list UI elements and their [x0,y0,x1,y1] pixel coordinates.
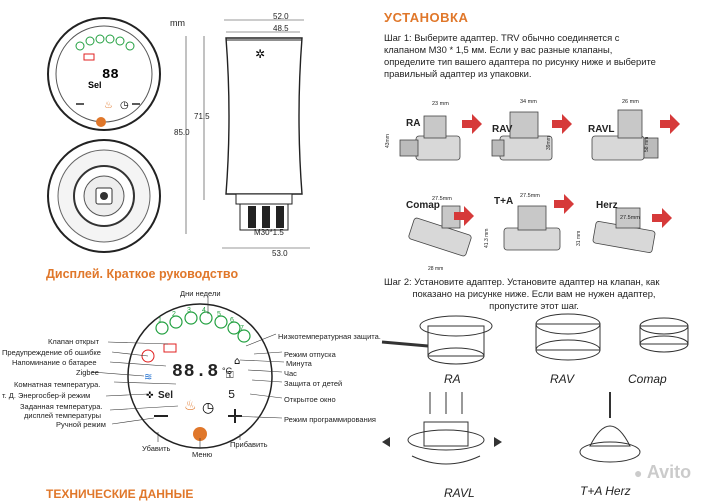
ravl-width: 26 mm [622,99,639,105]
label-manual: Ручной режим [56,420,106,429]
step1-line: правильный адаптер из упаковки. [384,68,532,79]
label-zigbee: Zigbee [76,368,99,377]
herz-height: 31 mm [576,230,582,246]
svg-text:⌂: ⌂ [234,356,240,367]
day-numbers: 1 2 3 4 5 6 7 [156,307,266,335]
svg-text:♨: ♨ [104,100,113,111]
rav-height: 39mm [546,136,552,150]
part-ta-herz: T+A Herz [580,484,631,498]
label-set-temp: Заданная температура. [20,402,103,411]
label-eco: т. Д. Энергосбер-й режим [2,391,91,400]
day-4: 4 [202,307,206,314]
adapter-ra-name: RA [406,118,421,129]
dim-850: 85.0 [174,128,190,137]
leader-lines [91,296,285,448]
step2-line: Шаг 2: Установите адаптер. Установите ад… [384,276,660,287]
label-window: Открытое окно [284,395,336,404]
label-antifreeze: Низкотемпературная защита. [278,332,381,341]
label-days: Дни недели [180,289,221,298]
label-holiday: Режим отпуска [284,350,336,359]
day-6: 6 [230,317,234,324]
label-set-temp-display: дисплей температуры [24,411,102,420]
dim-485: 48.5 [273,24,289,33]
parts-drawings [381,313,689,465]
avito-logo-icon: ● [634,465,643,481]
day-3: 3 [187,307,191,314]
svg-text:◷: ◷ [202,400,214,416]
step2-line: пропустите этот шаг. [489,300,579,311]
svg-text:♨: ♨ [184,398,197,414]
display-guide-title: Дисплей. Краткое руководство [46,267,239,281]
part-comap: Comap [628,372,667,386]
thermostat-face-small: Sel 88 ♨ ◷ [46,16,162,132]
label-valve-open: Клапан открыт [48,337,100,346]
ra-height: 43mm [385,134,391,148]
svg-text:Sel: Sel [88,80,102,90]
label-battery: Напоминание о батарее [12,358,97,367]
label-increase: Прибавить [230,440,268,449]
unit-label: mm [170,18,185,28]
adapter-herz-name: Herz [596,200,618,211]
label-menu: Меню [192,450,213,459]
adapter-comap-name: Comap [406,200,440,211]
rav-width: 34 mm [520,99,537,105]
svg-text:✲: ✲ [255,47,265,61]
dim-thread: M30*1.5 [254,228,284,237]
lcd-digits: 88.8 [172,362,220,382]
part-rav: RAV [550,372,575,386]
ravl-height: 58 mm [644,136,650,152]
label-room-temp: Комнатная температура. [14,380,101,389]
svg-text:⚿: ⚿ [226,370,234,381]
step2-text: Шаг 2: Установите адаптер. Установите ад… [384,276,684,312]
adapter-ta-name: T+A [494,196,514,207]
dim-715: 71.5 [194,112,210,121]
svg-text:✜: ✜ [146,391,154,401]
step1-line: определите тип вашего адаптера по рисунк… [384,56,656,67]
label-child-lock: Защита от детей [284,379,343,388]
day-2: 2 [172,311,176,318]
adapter-ravl-name: RAVL [588,124,615,135]
step2-line: показано на рисунке ниже. Если вам не ну… [412,288,656,299]
label-program: Режим программирования [284,415,376,424]
step1-line: Шаг 1: Выберите адаптер. TRV обычно соед… [384,32,620,43]
install-title: УСТАНОВКА [384,10,469,25]
day-5: 5 [217,311,221,318]
comap-height: 28 mm [428,266,444,272]
label-hour: Час [284,369,297,378]
step1-line: клапаном M30 * 1,5 мм. Если у вас разные… [384,44,613,55]
adapter-drawings [399,109,680,257]
adapter-rav-name: RAV [492,124,513,135]
lcd-sel: Sel [158,390,174,401]
day-1: 1 [158,317,162,324]
svg-text:≋: ≋ [144,372,152,383]
lcd-unit: °C [222,366,233,376]
dim-530: 53.0 [272,249,288,258]
step1-text: Шаг 1: Выберите адаптер. TRV обычно соед… [384,32,656,80]
part-ra: RA [444,372,461,386]
ta-width: 27.5mm [520,193,540,199]
ta-height: 41.3 mm [484,228,490,248]
label-error: Предупреждение об ошибке [2,348,101,357]
label-decrease: Убавить [142,444,171,453]
day-7: 7 [240,325,244,332]
specs-title: ТЕХНИЧЕСКИЕ ДАННЫЕ [46,487,194,501]
lcd-small: 5 [228,388,236,402]
thermostat-side-view: ✲ [178,16,358,260]
svg-text:88: 88 [102,67,119,83]
ra-width: 23 mm [432,101,449,107]
svg-text:◷: ◷ [120,100,129,111]
avito-text: Avito [646,462,692,482]
label-minute: Минута [286,359,312,368]
herz-width: 27.5mm [620,215,640,221]
part-ravl: RAVL [444,486,475,500]
avito-watermark: ● Avito [634,462,691,483]
comap-width: 27.5mm [432,196,452,202]
thermostat-base [46,138,162,254]
dim-52: 52.0 [273,12,289,21]
